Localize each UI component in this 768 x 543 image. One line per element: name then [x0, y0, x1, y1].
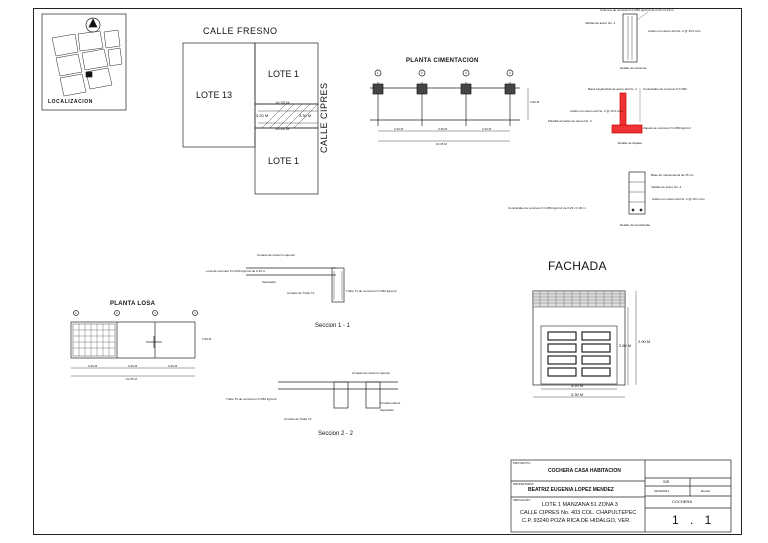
losa-title: PLANTA LOSA — [110, 301, 156, 307]
beam-note-1: Base de mamposteria de 15 cm — [651, 173, 694, 177]
plano-value: COCHERA — [672, 499, 693, 504]
column-note-1: Columna de concreto F'c=250 kg/cm2 de 0.… — [600, 8, 674, 12]
losa-dim-total: 10.35 M — [126, 377, 137, 381]
beam-note-3: Anillos con acero del No. 2 @ 15.0 cms — [652, 197, 705, 201]
cim-dim-2: 3.40 M — [438, 127, 448, 131]
losa-axis-4: 4 — [194, 311, 196, 315]
beam-note-4: Contratrabe de concreto F'c=250 kg/cm2 d… — [508, 206, 586, 210]
footing-note-2: Contratrabe de concreto F'c=250 — [643, 87, 687, 91]
losa-dim-3: 3.40 M — [168, 364, 178, 368]
column-note-3: Anillos con acero del No. 2 @ 15.0 cms — [648, 29, 701, 33]
cim-dim-height: 3.30 M — [530, 100, 540, 104]
column-detail — [622, 11, 649, 63]
title-block-lines — [510, 459, 732, 533]
footing-detail — [611, 88, 643, 134]
cim-axis-3: 3 — [465, 71, 467, 75]
lot-13-label: LOTE 13 — [196, 90, 233, 100]
cimentacion-title: PLANTA CIMENTACION — [406, 58, 479, 64]
site-dim-left: 3.20 M — [256, 113, 269, 118]
sec2-note-4: Separador — [380, 408, 395, 412]
ubicacion-line-3: C.P. 93240 POZA RICA DE HIDALGO, VER. — [522, 518, 631, 524]
column-detail-title: Detalle de Columna — [620, 66, 647, 70]
lot-1-top-label: LOTE 1 — [268, 69, 300, 79]
losa-dim-1: 3.40 M — [88, 364, 98, 368]
site-dim-bottom: 10.35 M — [275, 126, 290, 131]
slab-plan — [70, 310, 198, 377]
site-dim-top: 10.35 M — [275, 100, 290, 105]
cim-dim-total: 10.35 M — [436, 142, 447, 146]
losa-axis-3: 3 — [154, 311, 156, 315]
site-dim-right: 3.30 M — [299, 113, 312, 118]
section-1-drawing — [246, 267, 345, 303]
losa-dim-2: 3.40 M — [128, 364, 138, 368]
losa-axis-2: 2 — [116, 311, 118, 315]
fachada-title: FACHADA — [548, 259, 607, 273]
propietario-label: PROPIETARIO: — [513, 482, 535, 486]
escala-value: S/E — [663, 479, 670, 484]
cim-axis-1: 1 — [377, 71, 379, 75]
revision-value: Revisó — [701, 489, 711, 493]
facade-height-outer: 2.90 M — [638, 339, 651, 344]
ubicacion-label: UBICACION: — [513, 498, 531, 502]
losa-axis-1: 1 — [75, 311, 77, 315]
facade-width-outer: 3.30 M — [571, 392, 584, 397]
drawing-sheet — [33, 8, 742, 535]
grade-beam-detail — [628, 171, 646, 215]
localizacion-frame — [41, 13, 127, 111]
sec2-note-3: Armado inferior — [380, 401, 401, 405]
garage-hatch — [261, 103, 319, 129]
sec1-title: Seccion 1 - 1 — [315, 323, 351, 329]
cim-axis-2: 2 — [421, 71, 423, 75]
sec2-note-2: Trabe T2 de concreto F'c=250 kg/cm2 — [226, 397, 277, 401]
location-map — [51, 29, 123, 97]
localizacion-label: LOCALIZACION — [48, 99, 93, 105]
sec1-note-4: Armado de Trabe T1 — [287, 291, 315, 295]
sec1-note-3: Separador — [262, 280, 277, 284]
cim-axis-4: 4 — [509, 71, 511, 75]
fecha-value: 03/03/2021 — [654, 489, 670, 493]
site-marker — [85, 71, 93, 78]
footing-note-5: Zapata de concreto F'c=250 kg/cm2 — [643, 126, 691, 130]
column-note-2: Varillas de acero No. 4 — [585, 21, 616, 25]
footing-note-3: Anillos con acero del No. 2 @ 15.0 cms — [570, 109, 623, 113]
north-arrow-icon — [88, 18, 98, 28]
propietario-value: BEATRIZ EUGENIA LOPEZ MENDEZ — [528, 487, 614, 493]
facade-width-inner: 3.20 M — [571, 383, 584, 388]
sec1-note-5: Trabe T1 de concreto F'c=250 kg/cm2 — [346, 289, 397, 293]
proyecto-label: PROYECTO: — [513, 461, 531, 465]
sec2-note-1: Armado de refuerzo superior — [352, 371, 391, 375]
sec2-note-5: Armado de Trabe T2 — [284, 417, 312, 421]
section-2-drawing — [278, 381, 398, 409]
cim-dim-3: 3.40 M — [482, 127, 492, 131]
sec1-note-1: Armado de refuerzo superior — [257, 253, 296, 257]
street-top-label: CALLE FRESNO — [203, 26, 278, 36]
sheet-number: 1 . 1 — [672, 513, 716, 527]
lot-1-bottom-outline — [254, 127, 319, 195]
ubicacion-line-2: CALLE CIPRES No. 403 COL. CHAPULTEPEC — [520, 510, 637, 516]
sec1-note-2: Losa de concreto F'c=250 kg/cm2 de 0.10 … — [206, 269, 266, 273]
sec2-title: Seccion 2 - 2 — [318, 431, 354, 437]
losa-dim-height: 3.30 M — [202, 337, 212, 341]
footing-detail-title: Detalle de Zapata — [618, 141, 642, 145]
facade-height-inner: 2.80 M — [619, 343, 632, 348]
proyecto-value: COCHERA CASA HABITACION — [548, 468, 621, 474]
beam-note-2: Varillas de acero No. 4 — [651, 185, 682, 189]
ubicacion-line-1: LOTE 1 MANZANA 51 ZONA 3 — [542, 502, 618, 508]
footing-note-1: Barra longitudinal de acero del No. 4 — [588, 87, 637, 91]
beam-detail-title: Detalle de Contratrabe — [620, 223, 651, 227]
footing-note-4: Plantilla armada con acero No. 3 — [548, 119, 592, 123]
cim-dim-1: 3.40 M — [394, 127, 404, 131]
foundation-plan — [370, 69, 529, 142]
street-side-label: CALLE CIPRES — [319, 82, 329, 153]
north-arrow-circle — [85, 17, 101, 33]
lot-1-bottom-label: LOTE 1 — [268, 156, 300, 166]
facade-drawing — [532, 290, 637, 398]
